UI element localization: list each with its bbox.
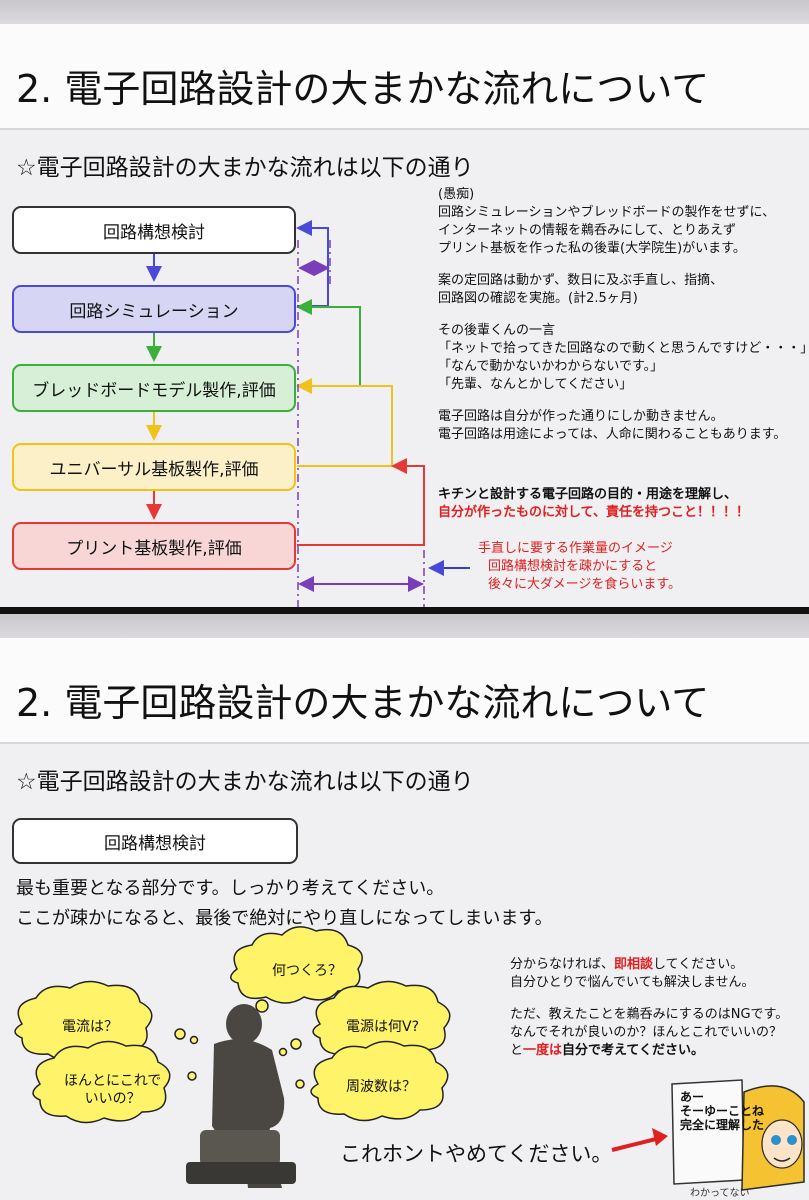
bubble-dot	[290, 1038, 302, 1050]
bubble-line: いいの？	[84, 1091, 141, 1107]
note-line: (愚痴)	[438, 187, 475, 202]
note-line: 案の定回路は動かず、数日に及ぶ手直し、指摘、	[438, 273, 724, 288]
note-line: 「なんで動かないかわからないです。」	[438, 359, 664, 374]
effort-note: 手直しに要する作業量のイメージ 回路構想検討を疎かにすると 後々に大ダメージを食…	[478, 540, 681, 594]
body-line-2: ここが疎かになると、最後で絶対にやり直しになってしまいます。	[16, 908, 553, 929]
thinker-statue	[186, 1004, 296, 1188]
bubble-line: ほんとにこれで	[64, 1073, 162, 1089]
advice-text: してください。	[653, 957, 744, 972]
advice-line-3: ただ、教えたことを鵜呑みにするのはNGです。	[510, 1007, 789, 1022]
step-breadboard-box: ブレッドボードモデル製作,評価	[12, 364, 296, 412]
advice-block: 分からなければ、即相談してください。 自分ひとりで悩んでいても解決しません。 た…	[510, 956, 788, 1060]
title-bar: 2. 電子回路設計の大まかな流れについて	[0, 638, 809, 744]
thought-bubble-1	[230, 926, 363, 1004]
emphasis-line-1: キチンと設計する電子回路の目的・用途を理解し、	[438, 487, 738, 502]
step-label: 回路シミュレーション	[69, 301, 239, 322]
advice-line-2: 自分ひとりで悩んでいても解決しません。	[510, 975, 755, 990]
page-title: 2. 電子回路設計の大まかな流れについて	[16, 67, 710, 111]
note-line: 回路シミュレーションやブレッドボードの製作をせずに、	[438, 205, 776, 220]
note-line: 手直しに要する作業量のイメージ	[478, 541, 673, 556]
sign-line: 完全に理解した	[680, 1118, 765, 1132]
emphasis-line-2: 自分が作ったものに対して、責任を持つこと！！！！	[438, 505, 749, 520]
bubble-text-4: ほんとにこれで いいの？	[64, 1072, 161, 1108]
stop-message: これホントやめてください。	[340, 1142, 613, 1166]
bubble-dot	[189, 1035, 199, 1045]
slide-1: 2. 電子回路設計の大まかな流れについて ☆電子回路設計の大まかな流れは以下の通…	[0, 0, 809, 607]
advice-text: と	[510, 1043, 524, 1058]
step-label: ユニバーサル基板製作,評価	[49, 459, 259, 480]
bubble-text-3: 電源は何V?	[346, 1019, 420, 1035]
stop-arrow-head	[652, 1128, 668, 1146]
advice-emphasis: 即相談	[614, 957, 654, 972]
step-label: 回路構想検討	[103, 222, 205, 243]
bubble-text-2: 電流は？	[62, 1019, 118, 1035]
sign-text: あー そーゆーことね 完全に理解した	[680, 1090, 764, 1132]
thought-bubble-4	[32, 1040, 171, 1124]
advice-emphasis: 一度は	[523, 1043, 563, 1058]
thought-bubble-5	[310, 1040, 449, 1122]
step-pcb-box: プリント基板製作,評価	[12, 522, 296, 570]
slide-2: 2. 電子回路設計の大まかな流れについて ☆電子回路設計の大まかな流れは以下の通…	[0, 614, 809, 1200]
feedback-loop-yellow	[296, 378, 393, 467]
sign-line: あー	[680, 1090, 705, 1104]
bubble-dot	[187, 1071, 197, 1081]
slide-top-band	[0, 0, 809, 24]
thought-bubble-2	[14, 980, 153, 1062]
note-line: 電子回路は自分が作った通りにしか動きません。	[438, 409, 724, 424]
thinker-illustration	[14, 926, 805, 1191]
step-concept-box: 回路構想検討	[12, 206, 296, 254]
complaint-note: (愚痴) 回路シミュレーションやブレッドボードの製作をせずに、 インターネットの…	[438, 186, 809, 444]
note-line: 回路構想検討を疎かにすると	[488, 559, 658, 574]
note-line: 後々に大ダメージを食らいます。	[488, 577, 682, 592]
step-universal-board-box: ユニバーサル基板製作,評価	[12, 443, 296, 491]
cartoon-character	[741, 1085, 805, 1191]
advice-line-1: 分からなければ、即相談してください。	[510, 956, 788, 974]
thought-bubble-3	[312, 980, 451, 1062]
note-line: 「ネットで拾ってきた回路なので動くと思うんですけど・・・」	[438, 341, 809, 356]
bubble-text-5: 周波数は？	[346, 1079, 416, 1095]
slide-subtitle: ☆電子回路設計の大まかな流れは以下の通り	[16, 769, 474, 795]
sign-line: そーゆーことね	[680, 1104, 765, 1118]
slide-subtitle: ☆電子回路設計の大まかな流れは以下の通り	[16, 155, 474, 181]
step-simulation-box: 回路シミュレーション	[12, 285, 296, 333]
feedback-loop-green	[296, 299, 361, 387]
advice-text: 分からなければ、	[510, 957, 615, 972]
slide-top-band	[0, 614, 809, 638]
bubble-dot	[255, 999, 269, 1013]
feedback-loop-red	[297, 458, 425, 546]
note-line: その後輩くんの一言	[438, 323, 556, 338]
bubble-text-1: 何つくろ？	[272, 963, 342, 979]
note-line: 電子回路は用途によっては、人命に関わることもあります。	[438, 427, 787, 442]
advice-line-4: なんでそれが良いのか？ほんとこれでいいの？	[510, 1025, 782, 1040]
flow-connectors	[146, 220, 470, 607]
note-line: 「先輩、なんとかしてください」	[438, 377, 633, 392]
step-label: ブレッドボードモデル製作,評価	[32, 380, 276, 401]
concept-box: 回路構想検討	[12, 818, 298, 864]
bubble-dot	[174, 1028, 186, 1040]
advice-bold: 自分で考えてください。	[562, 1043, 704, 1058]
page-title: 2. 電子回路設計の大まかな流れについて	[16, 681, 710, 725]
note-line: 回路図の確認を実施。(計2.5ヶ月)	[438, 291, 638, 306]
title-bar: 2. 電子回路設計の大まかな流れについて	[0, 24, 809, 130]
small-caption: わかってない	[690, 1188, 750, 1199]
step-label: 回路構想検討	[104, 833, 206, 854]
note-line: プリント基板を作った私の後輩(大学院生)がいます。	[438, 241, 746, 256]
note-line: インターネットの情報を鵜呑みにして、とりあえず	[438, 223, 736, 238]
advice-line-5: と一度は自分で考えてください。	[510, 1042, 788, 1060]
bubble-dot	[278, 1047, 288, 1057]
stop-arrow	[611, 1136, 661, 1152]
bubble-dot	[295, 1079, 305, 1089]
step-label: プリント基板製作,評価	[66, 538, 242, 559]
body-line-1: 最も重要となる部分です。しっかり考えてください。	[16, 878, 445, 899]
